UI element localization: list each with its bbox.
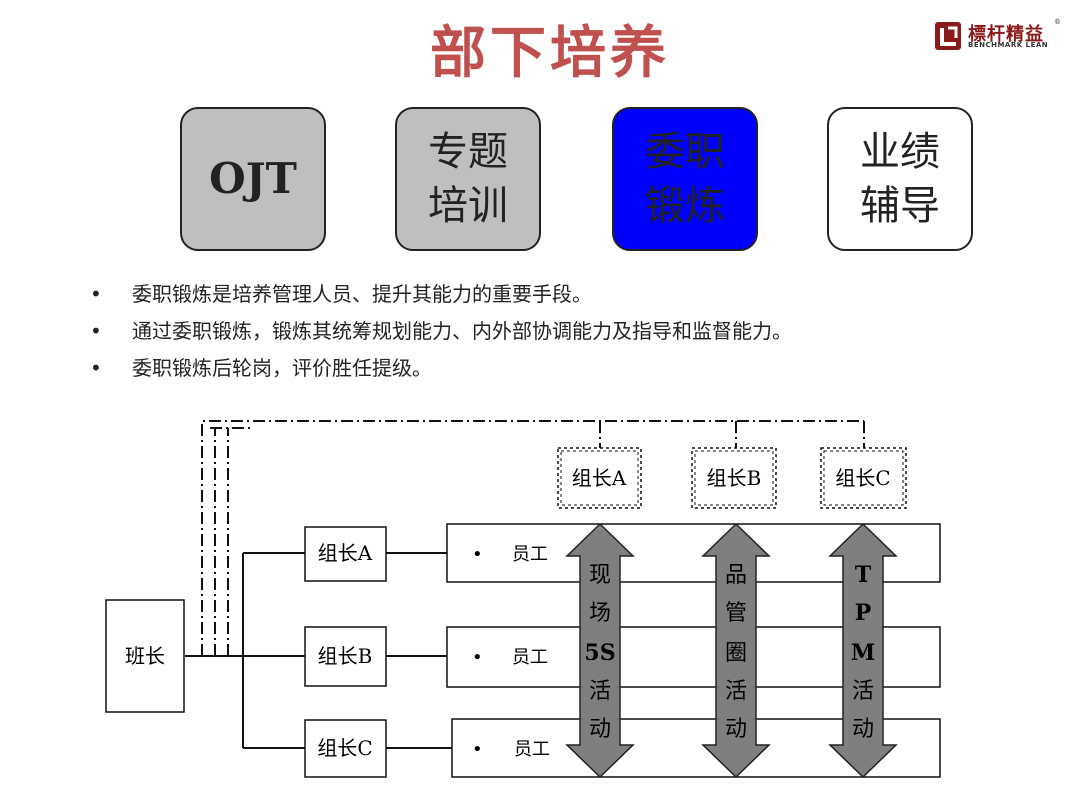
employee-bullet: • [472,647,483,668]
activity-qc-line-2: 管 [725,601,747,626]
method-box-delegation: 委职锻炼 [612,107,758,251]
group-leader-label-a: 组长A [318,541,373,565]
employee-label: 员工 [512,647,548,668]
activity-5s-line-5: 动 [589,717,611,742]
method-label-performance-coaching: 业绩辅导 [860,129,940,229]
top-group-leader-label-c: 组长C [835,466,890,490]
method-label-topic-training: 专题培训 [428,129,508,229]
employee-label: 员工 [514,739,550,760]
bullet-text: 委职锻炼是培养管理人员、提升其能力的重要手段。 [132,282,592,306]
activity-tpm-line-5: 动 [852,717,874,742]
activity-tpm-line-2: P [855,600,872,626]
bullet-text: 委职锻炼后轮岗，评价胜任提级。 [132,356,432,380]
page-title: 部下培养 [430,21,670,86]
method-box-performance-coaching: 业绩辅导 [827,107,973,251]
method-box-ojt: OJT [180,107,326,251]
double-arrow-icon [701,522,771,779]
method-label-ojt: OJT [209,154,297,203]
top-group-leader-box-b [691,447,777,509]
activity-5s-line-2: 场 [589,601,611,626]
activity-arrow-qc-circle: 品 管 圈 活 动 [701,522,771,779]
activity-arrow-tpm: T P M 活 动 [828,522,898,779]
top-group-leader-label-b: 组长B [707,466,762,490]
logo-name-cn: 標杆精益 [968,24,1044,45]
group-leader-label-c: 组长C [317,736,372,760]
brand-logo: 標杆精益 BENCHMARK LEAN ® [934,18,1064,54]
double-arrow-icon [565,522,635,779]
activity-arrow-5s: 现 场 5S 活 动 [565,522,635,779]
group-leader-box-a [304,526,387,582]
activity-5s-line-1: 现 [589,563,611,588]
activity-5s-line-3: 5S [584,640,615,666]
logo-registered-mark: ® [1054,18,1061,26]
activity-qc-line-1: 品 [725,563,747,588]
bullet-item: • 委职锻炼后轮岗，评价胜任提级。 [90,350,792,387]
employee-bullet: • [472,544,483,565]
method-label-delegation: 委职锻炼 [645,129,725,229]
logo-mark-icon [935,22,961,50]
dotted-report-lines [201,420,865,656]
group-leader-label-b: 组长B [318,644,373,668]
method-box-topic-training: 专题培训 [395,107,541,251]
top-group-leaders: 组长A 组长B 组长C [557,447,907,509]
bullet-dot: • [90,319,102,343]
employee-label: 员工 [512,544,548,565]
activity-tpm-line-3: M [851,640,875,666]
group-leader-box-b [304,626,387,687]
bullet-item: • 通过委职锻炼，锻炼其统筹规划能力、内外部协调能力及指导和监督能力。 [90,313,792,350]
activity-qc-line-3: 圈 [725,641,747,666]
bullet-dot: • [90,356,102,380]
top-group-leader-box-c [820,447,907,509]
bullet-list: • 委职锻炼是培养管理人员、提升其能力的重要手段。 • 通过委职锻炼，锻炼其统筹规划… [90,276,792,387]
activity-qc-line-5: 动 [725,717,747,742]
activity-qc-line-4: 活 [725,679,747,704]
top-group-leader-label-a: 组长A [572,466,627,490]
group-leader-box-c [304,719,387,778]
logo-name-en: BENCHMARK LEAN [968,41,1049,49]
bullet-item: • 委职锻炼是培养管理人员、提升其能力的重要手段。 [90,276,792,313]
solid-tree-lines [185,552,452,749]
top-group-leader-box-inner [694,450,774,506]
top-group-leader-box-inner [560,450,639,506]
activity-tpm-line-4: 活 [852,679,874,704]
activity-5s-line-4: 活 [589,679,611,704]
double-arrow-icon [828,522,898,779]
activity-tpm-line-1: T [855,562,872,588]
employee-bullet: • [472,739,483,760]
leader-label: 班长 [125,644,165,668]
top-group-leader-box-a [557,447,642,509]
bullet-text: 通过委职锻炼，锻炼其统筹规划能力、内外部协调能力及指导和监督能力。 [132,319,792,343]
bullet-dot: • [90,282,102,306]
leader-box [105,599,185,713]
